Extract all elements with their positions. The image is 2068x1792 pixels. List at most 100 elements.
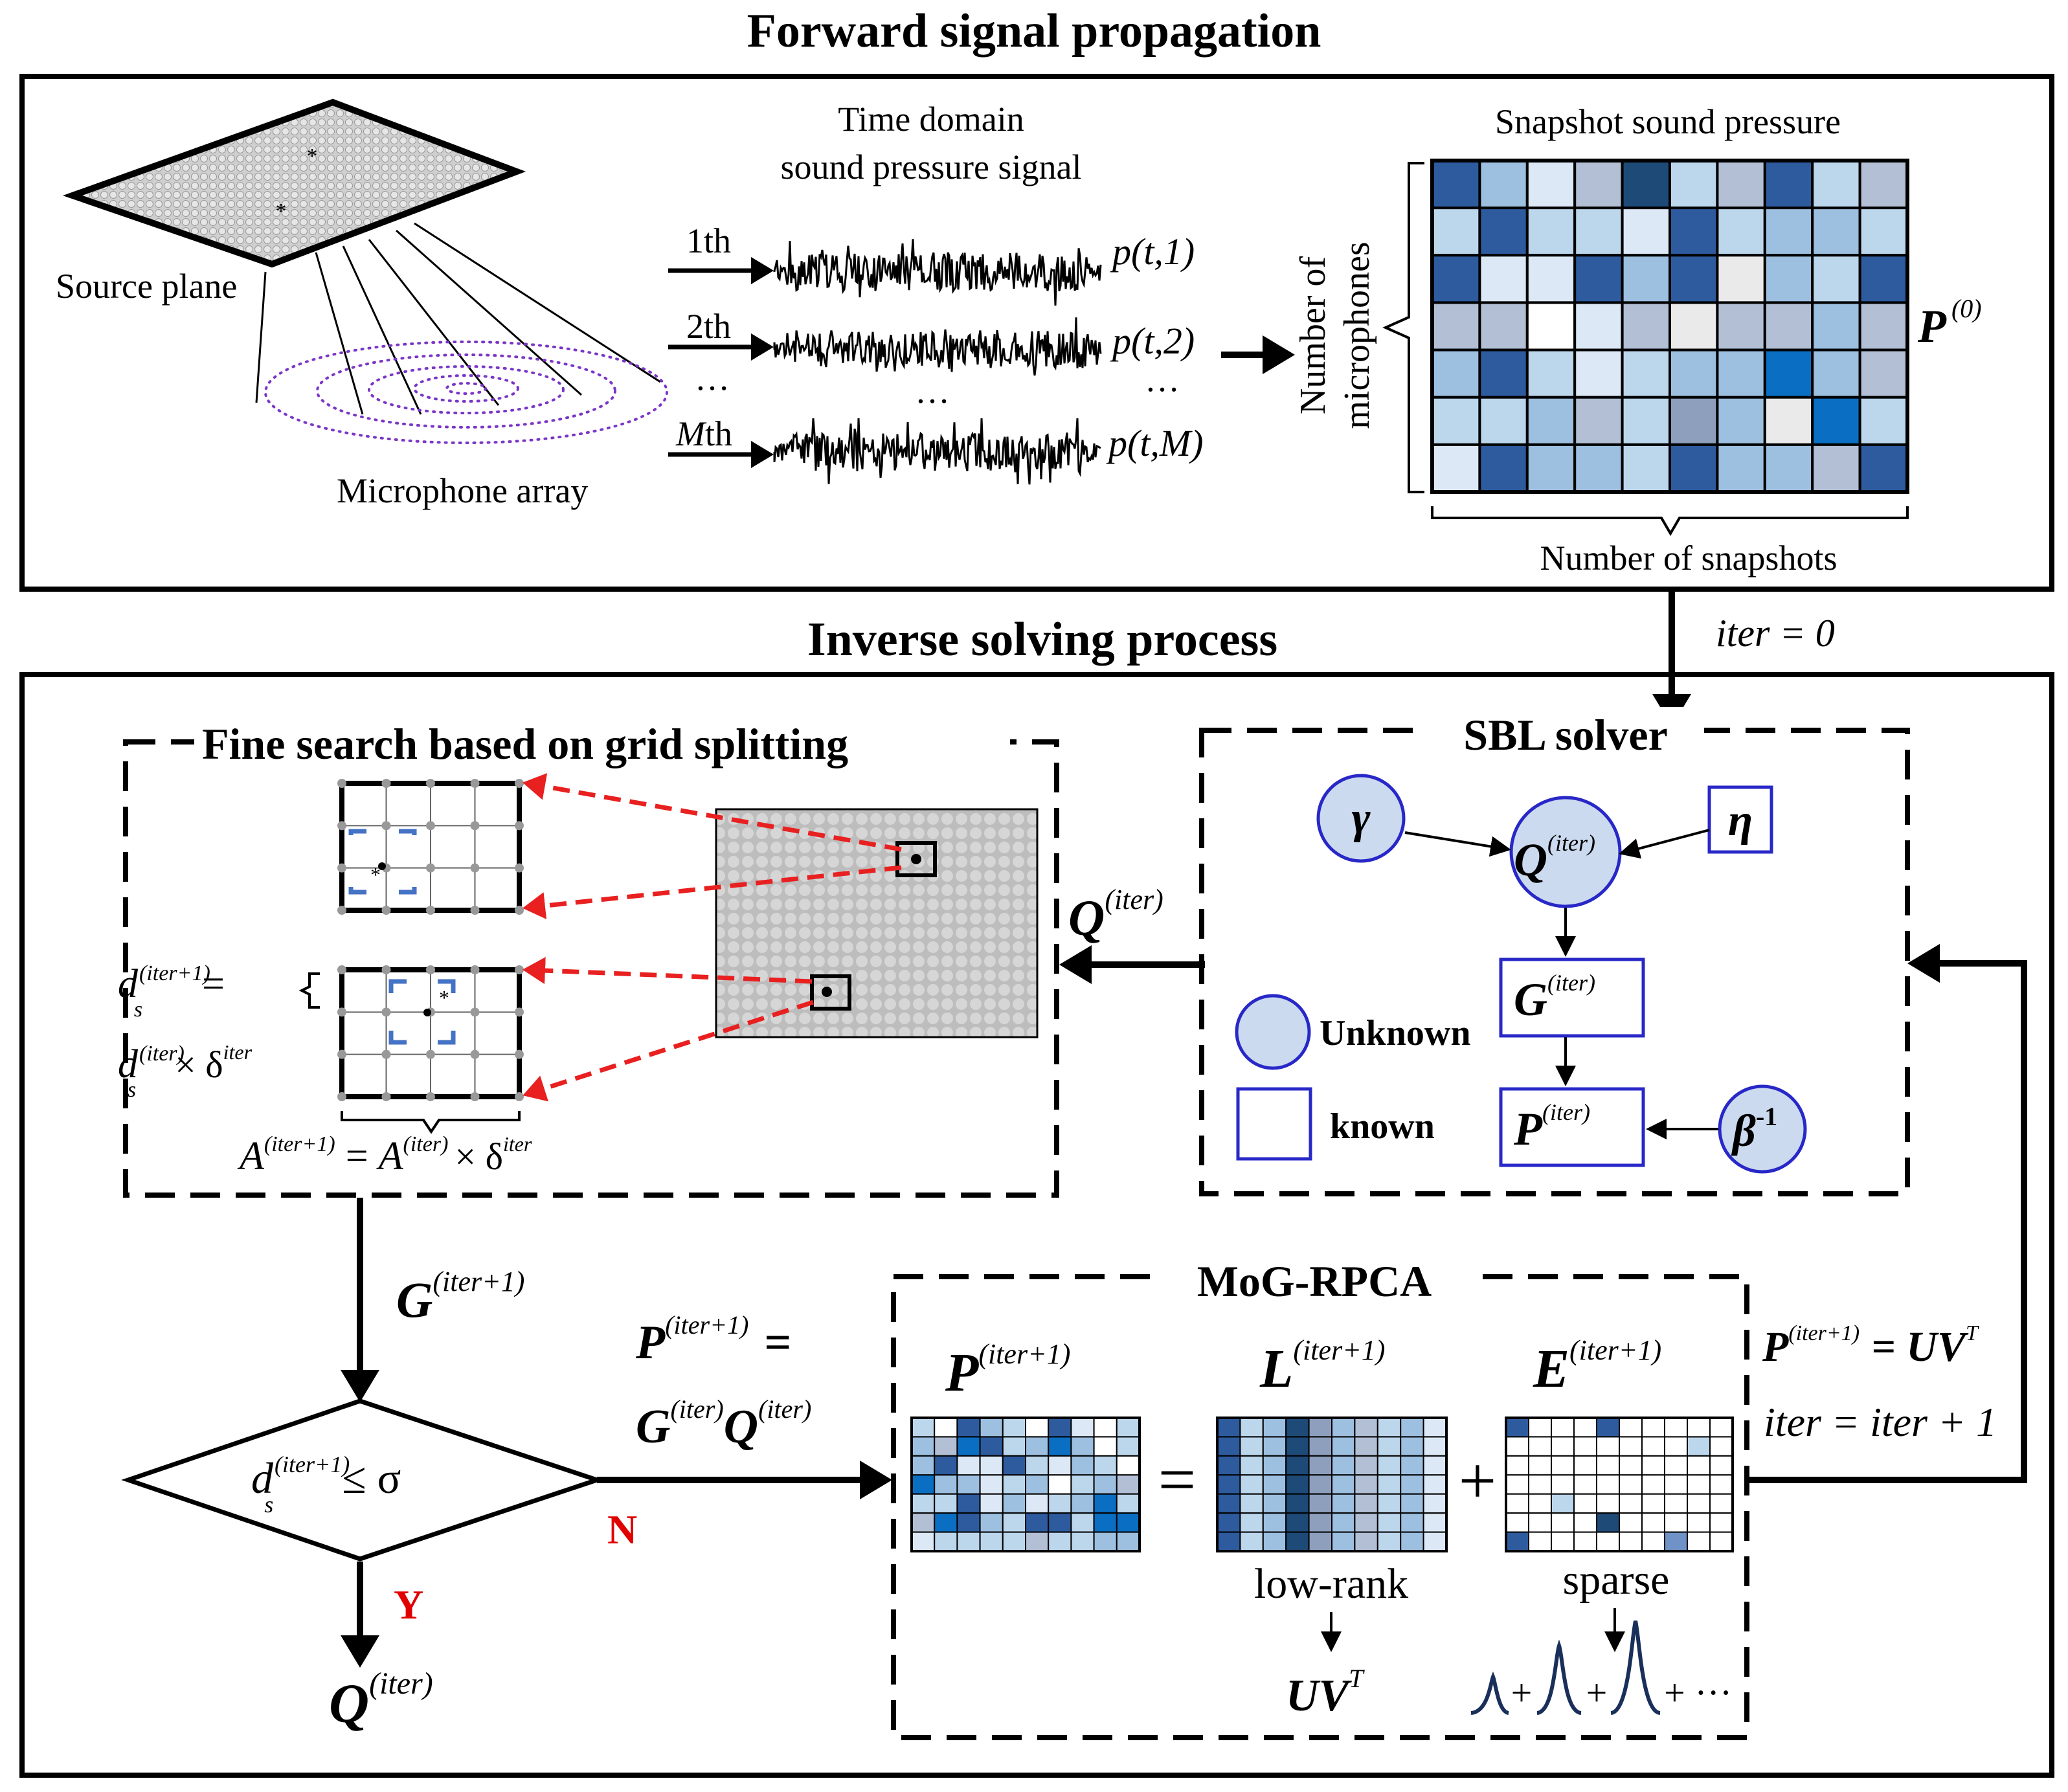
matrix-cell bbox=[1573, 254, 1624, 304]
fine-search-title-bg bbox=[194, 712, 1010, 764]
matrix-cell bbox=[1528, 1455, 1552, 1476]
matrix-cell bbox=[1093, 1436, 1118, 1457]
mic-array-label: Microphone array bbox=[337, 471, 588, 510]
ellipsis-signal: … bbox=[915, 372, 950, 410]
matrix-cell bbox=[1478, 348, 1529, 399]
matrix-cell bbox=[1505, 1455, 1529, 1476]
fine-grid-2 bbox=[337, 965, 524, 1101]
fine-grid-node bbox=[337, 1092, 346, 1101]
yes-label: Y bbox=[394, 1582, 423, 1628]
matrix-cell bbox=[1664, 1436, 1688, 1457]
matrix-cell bbox=[1709, 1455, 1733, 1476]
matrix-cell bbox=[1070, 1474, 1095, 1495]
p-eq-line2: G(iter)Q(iter) bbox=[636, 1394, 811, 1453]
matrix-cell bbox=[911, 1493, 936, 1514]
rpca-l-matrix bbox=[1216, 1417, 1448, 1552]
fine-corner-1 bbox=[348, 829, 417, 895]
matrix-cell bbox=[1331, 1417, 1356, 1438]
matrix-cell bbox=[1505, 1436, 1529, 1457]
signal-label-1: p(t,1) bbox=[1110, 230, 1195, 273]
fine-center-2 bbox=[423, 1009, 431, 1016]
matrix-cell bbox=[1354, 1417, 1378, 1438]
eq-area: A(iter+1)=A(iter)× δiter bbox=[237, 1132, 532, 1178]
matrix-cell bbox=[1285, 1512, 1310, 1533]
matrix-cell bbox=[1377, 1417, 1402, 1438]
matrix-cell bbox=[1858, 348, 1909, 399]
matrix-cell bbox=[1354, 1531, 1378, 1552]
matrix-cell bbox=[1596, 1455, 1620, 1476]
matrix-cell bbox=[1262, 1512, 1287, 1533]
matrix-cell bbox=[1716, 207, 1766, 257]
g-down-label: G(iter+1) bbox=[396, 1266, 524, 1328]
matrix-cell bbox=[1621, 254, 1672, 304]
matrix-cell bbox=[1400, 1455, 1424, 1476]
matrix-cell bbox=[1217, 1455, 1241, 1476]
low-rank-label: low-rank bbox=[1254, 1560, 1408, 1607]
matrix-cell bbox=[1687, 1474, 1711, 1495]
matrix-cell bbox=[1525, 348, 1577, 399]
matrix-cell bbox=[1811, 348, 1861, 399]
matrix-cell bbox=[1811, 254, 1861, 304]
matrix-cell bbox=[1716, 254, 1766, 304]
matrix-cell bbox=[1070, 1455, 1095, 1476]
matrix-cell bbox=[1669, 396, 1719, 446]
matrix-cell bbox=[1217, 1493, 1241, 1514]
selected-point-1 bbox=[911, 854, 921, 864]
fine-grid-node bbox=[470, 906, 480, 915]
fine-grid-node bbox=[426, 821, 435, 831]
matrix-cell bbox=[956, 1512, 981, 1533]
matrix-cell bbox=[1093, 1493, 1118, 1514]
matrix-cell bbox=[1811, 396, 1861, 446]
source-marker-1: * bbox=[307, 144, 318, 168]
matrix-cell bbox=[1116, 1417, 1141, 1438]
matrix-cell bbox=[1619, 1512, 1643, 1533]
matrix-cell bbox=[1002, 1436, 1027, 1457]
matrix-cell bbox=[1478, 254, 1529, 304]
right-eq: P(iter+1)= UVT bbox=[1762, 1321, 1979, 1371]
fine-grid-node bbox=[381, 821, 391, 831]
matrix-cell bbox=[1528, 1436, 1552, 1457]
fine-grid-node bbox=[381, 1092, 391, 1101]
matrix-cell bbox=[1048, 1493, 1072, 1514]
fine-grid-node bbox=[426, 965, 435, 974]
matrix-cell bbox=[911, 1436, 936, 1457]
matrix-cell bbox=[1025, 1474, 1050, 1495]
condition-label: d(iter+1)s≤ σ bbox=[251, 1451, 401, 1518]
coarse-grid bbox=[715, 808, 1039, 1038]
channel-row-3: Mth p(t,M) bbox=[668, 414, 1204, 485]
matrix-cell bbox=[1217, 1417, 1241, 1438]
iter-init-label: iter = 0 bbox=[1716, 612, 1835, 655]
matrix-cell bbox=[1048, 1531, 1072, 1552]
matrix-cell bbox=[1573, 348, 1624, 399]
matrix-cell bbox=[1573, 207, 1624, 257]
fine-center-1 bbox=[378, 862, 386, 870]
matrix-cell bbox=[1551, 1512, 1575, 1533]
matrix-cell bbox=[1285, 1436, 1310, 1457]
inverse-panel bbox=[19, 672, 2054, 1778]
channel-row-1: 1th p(t,1) bbox=[668, 221, 1195, 306]
matrix-cell bbox=[1217, 1436, 1241, 1457]
matrix-cell bbox=[1664, 1474, 1688, 1495]
matrix-cell bbox=[1478, 443, 1529, 493]
rpca-title-bg bbox=[1165, 1253, 1470, 1303]
matrix-cell bbox=[1596, 1493, 1620, 1514]
channel-row-2: 2th p(t,2) bbox=[668, 307, 1195, 376]
signal-waveform-2 bbox=[773, 317, 1102, 376]
fine-grid-node bbox=[337, 1007, 346, 1017]
matrix-cell bbox=[1669, 159, 1719, 210]
matrix-cell bbox=[1619, 1474, 1643, 1495]
area-brace bbox=[341, 1111, 521, 1134]
matrix-cell bbox=[1525, 396, 1577, 446]
mog-plus-1: + bbox=[1511, 1672, 1533, 1714]
selected-point-2 bbox=[822, 987, 832, 997]
signal-title-line1: Time domain bbox=[838, 100, 1024, 139]
matrix-cell bbox=[1262, 1531, 1287, 1552]
matrix-cell bbox=[1573, 1493, 1597, 1514]
matrix-cell bbox=[956, 1531, 981, 1552]
matrix-symbol: P(0) bbox=[1917, 294, 1982, 352]
fine-grid-node bbox=[470, 965, 480, 974]
matrix-cell bbox=[979, 1531, 1004, 1552]
matrix-cell bbox=[1431, 301, 1481, 352]
fine-grid-node bbox=[470, 1049, 480, 1059]
matrix-cell bbox=[1858, 207, 1909, 257]
